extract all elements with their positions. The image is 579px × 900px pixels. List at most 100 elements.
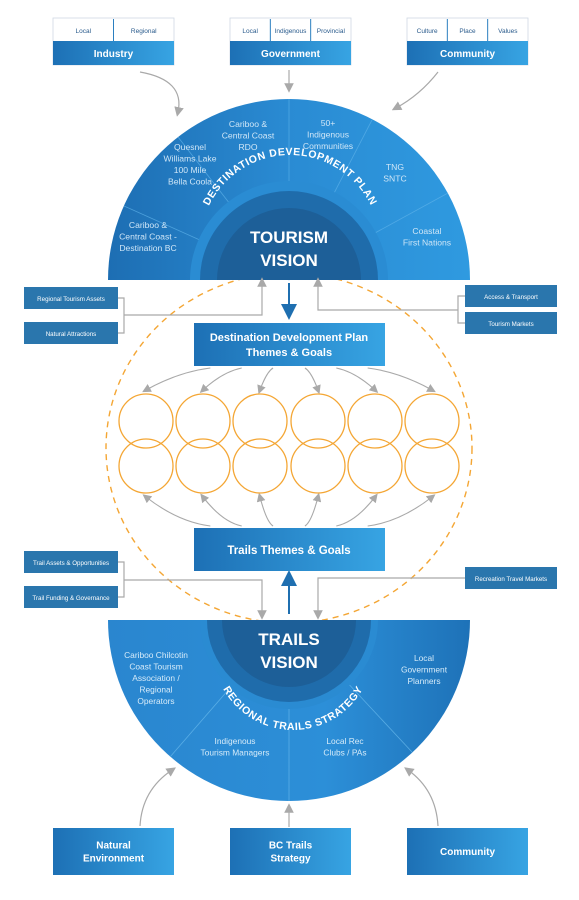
goal-circle — [232, 438, 288, 494]
side-tag: Trail Assets & Opportunities — [24, 551, 118, 573]
side-tag-label: Trail Assets & Opportunities — [33, 560, 109, 567]
trails-segment-text: Clubs / PAs — [323, 748, 366, 758]
goal-circle — [232, 393, 288, 449]
tourism-segment-text: Coastal — [412, 226, 441, 236]
dashed-orange-ellipse — [105, 272, 473, 624]
side-tag: Natural Attractions — [24, 322, 118, 344]
trails-vision-line2: VISION — [260, 653, 318, 672]
side-tag-label: Trail Funding & Governance — [32, 595, 110, 602]
top-box-title-bar — [407, 41, 528, 65]
tourism-segment-text: Central Coast — [222, 131, 275, 141]
top-box-tag: Local — [242, 28, 258, 35]
top-box-tag: Regional — [131, 28, 157, 35]
arrow-trails-to-circle — [336, 493, 378, 527]
tourism-segment-text: Cariboo & — [229, 119, 267, 129]
arrow-community-to-dome — [391, 71, 439, 111]
tourism-segments: Cariboo &Central Coast -Destination BCQu… — [119, 118, 451, 253]
tourism-segment-text: Destination BC — [119, 243, 176, 253]
top-box-tag: Provincial — [317, 28, 346, 35]
side-tag-label: Tourism Markets — [488, 321, 533, 328]
bottom-box-label: Environment — [83, 854, 145, 865]
top-box-title: Community — [440, 49, 495, 60]
top-box-title: Industry — [94, 49, 134, 60]
goal-circle — [347, 393, 403, 449]
top-box-tag: Local — [75, 28, 91, 35]
bottom-box-label: Natural — [96, 841, 131, 852]
side-tag-label: Access & Transport — [484, 294, 538, 301]
trails-segment-text: Government — [401, 665, 448, 675]
arrow-trails-to-circle — [256, 492, 274, 527]
side-tag: Recreation Travel Markets — [465, 567, 557, 589]
tourism-half-dome — [108, 99, 470, 281]
tourism-segment-text: Cariboo & — [129, 220, 167, 230]
trails-segment-text: Cariboo Chilcotin — [124, 650, 188, 660]
arrow-trails-to-circle — [142, 494, 211, 527]
trails-segment-text: Planners — [407, 676, 440, 686]
tourism-segment-text: Bella Coola — [168, 177, 212, 187]
trails-segment-text: Indigenous — [215, 736, 256, 746]
tourism-segment-text: First Nations — [403, 238, 451, 248]
tourism-segment-text: TNG — [386, 162, 404, 172]
arrow-ddp-to-circle — [304, 367, 321, 395]
side-tag: Access & Transport — [465, 285, 557, 307]
goal-circle — [175, 438, 231, 494]
goal-circle — [118, 393, 174, 449]
trails-segment-text: Tourism Managers — [201, 748, 270, 758]
arrow-ddp-to-circle — [367, 367, 436, 393]
side-tag-label: Recreation Travel Markets — [475, 576, 547, 583]
top-box-tag: Place — [459, 28, 476, 35]
trails-segment-text: Local — [414, 653, 434, 663]
tourism-vision-line1: TOURISM — [250, 228, 328, 247]
goal-circle — [347, 438, 403, 494]
top-box-title-bar — [230, 41, 351, 65]
arrow-industry-to-dome — [139, 71, 184, 117]
tourism-segment-text: Quesnel — [174, 142, 206, 152]
ddp-themes-box: Destination Development Plan Themes & Go… — [194, 323, 385, 366]
arrow-natural-to-dome — [139, 767, 176, 827]
arrow-ddp-to-circle — [257, 367, 274, 395]
trails-themes-box: Trails Themes & Goals — [194, 528, 385, 571]
trails-segment-text: Coast Tourism — [129, 662, 182, 672]
top-box-tag: Values — [498, 28, 518, 35]
arrow-ddp-to-circle — [142, 367, 211, 393]
goal-circle — [118, 438, 174, 494]
side-tag-label: Regional Tourism Assets — [37, 296, 105, 303]
side-tag-label: Natural Attractions — [46, 331, 97, 338]
side-tag: Tourism Markets — [465, 312, 557, 334]
top-box-tag: Culture — [417, 28, 438, 35]
trails-box-label: Trails Themes & Goals — [227, 545, 350, 557]
trails-segment-text: Association / — [132, 673, 180, 683]
arrow-trails-to-circle — [367, 494, 436, 527]
side-tag: Regional Tourism Assets — [24, 287, 118, 309]
goal-circle — [175, 393, 231, 449]
goal-circle — [290, 438, 346, 494]
top-box-title: Government — [261, 49, 321, 60]
tourism-vision-line2: VISION — [260, 251, 318, 270]
tourism-segment-text: Williams Lake — [163, 154, 216, 164]
inner-arrows — [142, 367, 436, 527]
goal-circle — [404, 438, 460, 494]
arrow-trails-to-circle — [200, 493, 242, 527]
trails-half-dome — [108, 619, 470, 801]
trails-segment-text: Local Rec — [326, 736, 363, 746]
connector-right-upper — [318, 282, 465, 324]
ddp-box-line2: Themes & Goals — [246, 347, 332, 359]
side-tag: Trail Funding & Governance — [24, 586, 118, 608]
top-box-tag: Indigenous — [275, 28, 308, 35]
tourism-segment-text: Communities — [303, 141, 353, 151]
tourism-segment-text: 100 Mile — [174, 165, 207, 175]
trails-vision-line1: TRAILS — [258, 630, 319, 649]
goal-circle — [404, 393, 460, 449]
trails-segment-text: Regional — [139, 685, 172, 695]
tourism-segment-text: Indigenous — [307, 130, 349, 140]
